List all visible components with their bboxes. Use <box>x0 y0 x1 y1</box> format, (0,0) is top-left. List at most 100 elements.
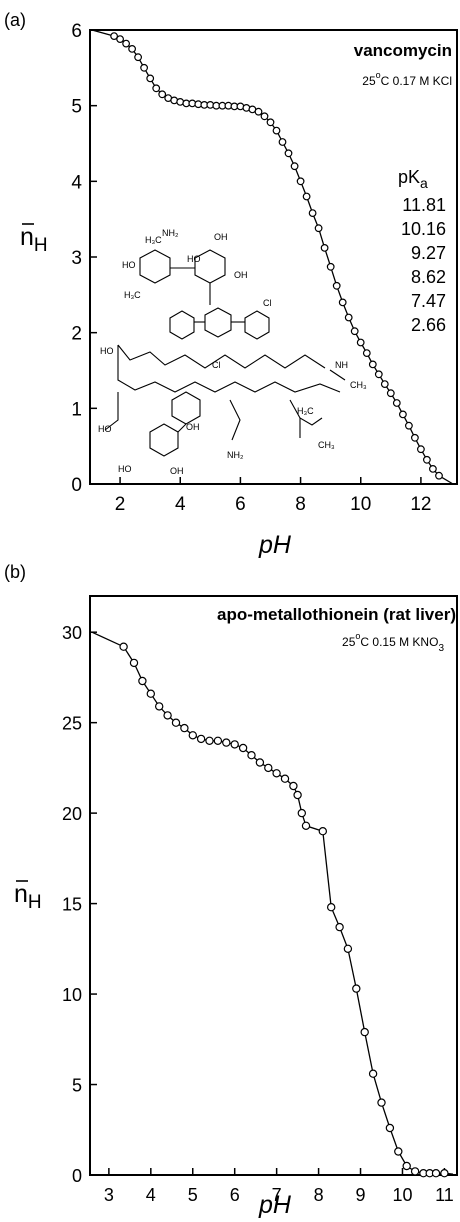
x-tick-label: 12 <box>410 494 431 515</box>
x-tick-label: 6 <box>230 1185 240 1205</box>
x-tick-label: 10 <box>392 1185 412 1205</box>
data-point <box>238 743 248 753</box>
panel-a-ylabel: nH <box>20 223 48 256</box>
x-tick-label: 4 <box>146 1185 156 1205</box>
y-tick-label: 4 <box>71 172 82 193</box>
data-point <box>405 421 413 430</box>
data-point <box>402 1161 411 1171</box>
data-point <box>411 433 419 442</box>
data-point <box>385 1123 395 1133</box>
data-point <box>308 209 317 218</box>
data-point <box>326 262 335 271</box>
data-point <box>423 455 431 464</box>
x-tick-label: 8 <box>295 494 306 515</box>
data-point <box>318 827 327 836</box>
y-tick-label: 15 <box>62 895 82 915</box>
svg-text:OH: OH <box>186 422 200 432</box>
y-tick-label: 3 <box>71 248 82 269</box>
data-point <box>327 903 336 912</box>
data-point <box>171 718 181 727</box>
svg-text:HO: HO <box>98 424 112 434</box>
data-point <box>362 349 371 358</box>
data-point <box>264 763 273 773</box>
data-point <box>352 984 361 993</box>
data-point <box>301 821 311 831</box>
y-tick-label: 6 <box>71 21 82 42</box>
data-point <box>377 1098 386 1107</box>
svg-text:H₃C: H₃C <box>297 406 314 416</box>
data-point <box>119 642 128 651</box>
data-point <box>335 922 344 932</box>
data-point <box>440 1168 449 1178</box>
svg-text:NH₂: NH₂ <box>227 450 244 460</box>
data-point <box>344 313 353 322</box>
data-point <box>431 1168 441 1178</box>
pka-value: 8.62 <box>411 267 446 287</box>
panel-b-fit-curve <box>91 631 454 1175</box>
panel-b-ylabel: nH <box>14 880 42 913</box>
data-point <box>296 177 305 186</box>
y-tick-label: 2 <box>71 324 82 345</box>
x-tick-label: 3 <box>104 1185 114 1205</box>
pka-value: 11.81 <box>402 195 446 215</box>
x-tick-label: 9 <box>356 1185 366 1205</box>
svg-text:HO: HO <box>122 260 136 270</box>
data-point <box>122 39 130 48</box>
x-tick-label: 4 <box>175 494 186 515</box>
data-point <box>188 731 197 740</box>
y-tick-label: 10 <box>62 985 82 1005</box>
data-point <box>399 410 407 419</box>
panel-b-label: (b) <box>4 562 26 582</box>
data-point <box>332 281 341 290</box>
x-tick-label: 10 <box>350 494 371 515</box>
svg-text:OH: OH <box>234 270 248 280</box>
panel-a-data-points <box>110 32 443 480</box>
data-point <box>247 751 256 760</box>
svg-text:H₃C: H₃C <box>145 235 162 245</box>
svg-text:NH₂: NH₂ <box>162 228 179 238</box>
y-tick-label: 0 <box>71 475 82 496</box>
data-point <box>222 738 231 747</box>
data-point <box>280 774 290 783</box>
data-point <box>380 380 389 389</box>
y-tick-label: 20 <box>62 804 82 824</box>
y-tick-label: 25 <box>62 714 82 734</box>
panel-a-fit-curve <box>91 29 454 485</box>
svg-text:HO: HO <box>187 254 201 264</box>
svg-text:Cl: Cl <box>212 360 221 370</box>
data-point <box>284 149 293 158</box>
data-point <box>410 1167 420 1176</box>
vancomycin-structure-labels: H₃C NH₂ HO H₃C OH HO OH Cl HO Cl NH CH₃ … <box>98 228 367 476</box>
y-tick-label: 0 <box>72 1166 82 1186</box>
data-point <box>356 338 365 347</box>
svg-text:HO: HO <box>118 464 132 474</box>
data-point <box>116 35 124 43</box>
data-point <box>152 84 161 93</box>
pka-value: 10.16 <box>401 219 446 239</box>
pka-value: 2.66 <box>411 315 446 335</box>
data-point <box>320 243 329 252</box>
data-point <box>260 112 269 121</box>
fit-curve-line <box>91 631 454 1175</box>
data-point <box>213 736 223 746</box>
svg-text:OH: OH <box>170 466 184 476</box>
data-point <box>350 327 359 336</box>
svg-text:NH: NH <box>335 360 348 370</box>
panel-b-condition: 25oC 0.15 M KNO3 <box>342 631 444 654</box>
data-point <box>196 734 206 744</box>
data-point <box>417 445 425 454</box>
data-point <box>134 53 143 62</box>
y-tick-label: 1 <box>71 399 82 420</box>
data-point <box>272 126 281 135</box>
svg-text:H₃C: H₃C <box>124 290 141 300</box>
data-point <box>154 702 164 711</box>
data-point <box>254 107 263 116</box>
y-tick-label: 30 <box>62 623 82 643</box>
x-tick-label: 6 <box>235 494 246 515</box>
